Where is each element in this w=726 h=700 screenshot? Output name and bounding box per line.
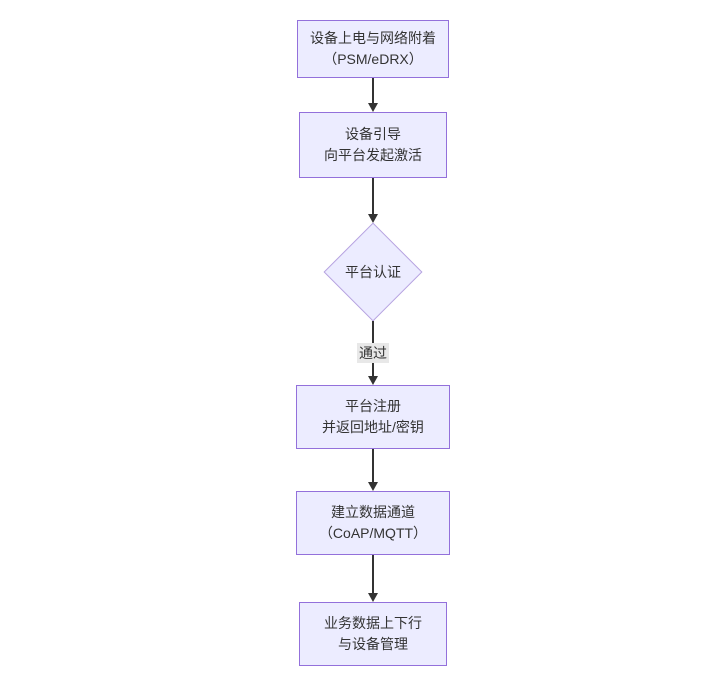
node-power-attach-line1: 设备上电与网络附着 xyxy=(310,30,436,46)
edge-channel-to-business xyxy=(372,555,374,593)
node-business-line2: 与设备管理 xyxy=(338,636,408,652)
edge-power-to-bootstrap xyxy=(372,78,374,103)
node-bootstrap-line1: 设备引导 xyxy=(345,126,401,142)
arrowhead-icon xyxy=(368,103,378,112)
node-channel-line1: 建立数据通道 xyxy=(331,504,415,520)
node-channel: 建立数据通道 （CoAP/MQTT） xyxy=(296,491,450,555)
node-register-line2: 并返回地址/密钥 xyxy=(322,419,424,435)
edge-label-pass: 通过 xyxy=(357,343,389,363)
arrowhead-icon xyxy=(368,214,378,223)
node-register-line1: 平台注册 xyxy=(345,398,401,414)
node-auth-label: 平台认证 xyxy=(345,264,401,280)
node-power-attach-line2: （PSM/eDRX） xyxy=(323,51,423,67)
arrowhead-icon xyxy=(368,482,378,491)
node-bootstrap-line2: 向平台发起激活 xyxy=(324,147,422,163)
node-bootstrap: 设备引导 向平台发起激活 xyxy=(299,112,447,178)
edge-register-to-channel xyxy=(372,449,374,482)
node-channel-line2: （CoAP/MQTT） xyxy=(318,525,428,541)
arrowhead-icon xyxy=(368,376,378,385)
node-register: 平台注册 并返回地址/密钥 xyxy=(296,385,450,449)
edge-bootstrap-to-auth xyxy=(372,178,374,214)
node-power-attach: 设备上电与网络附着 （PSM/eDRX） xyxy=(297,20,449,78)
arrowhead-icon xyxy=(368,593,378,602)
node-business: 业务数据上下行 与设备管理 xyxy=(299,602,447,666)
node-business-line1: 业务数据上下行 xyxy=(324,615,422,631)
